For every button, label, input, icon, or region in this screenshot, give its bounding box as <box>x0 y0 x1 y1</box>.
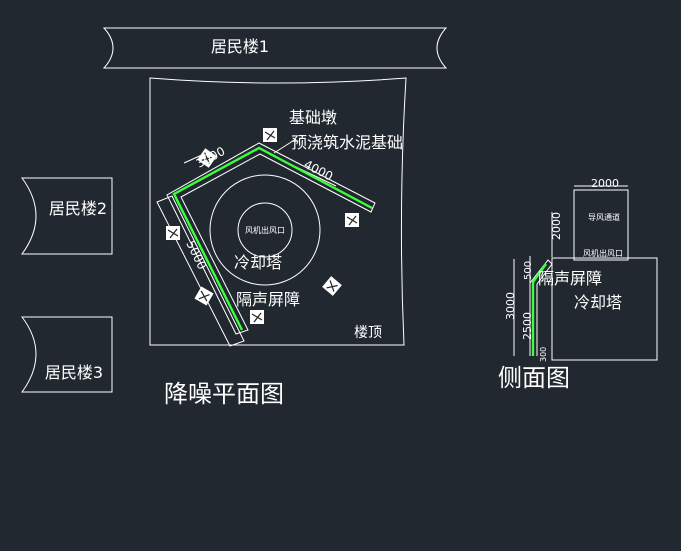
side-dim-top-text: 2000 <box>591 177 619 190</box>
building-3-label: 居民楼3 <box>45 363 103 382</box>
fan-outlet-label: 风机出风口 <box>245 225 285 235</box>
side-barrier-label: 隔声屏障 <box>538 269 602 288</box>
plan-barrier-green <box>172 146 373 331</box>
side-dim-3000-text: 3000 <box>504 292 517 320</box>
barrier-label: 隔声屏障 <box>236 290 300 309</box>
pier-square <box>322 276 342 296</box>
roof-label: 楼顶 <box>354 325 382 341</box>
side-barrier-green <box>531 263 547 356</box>
plan-barrier-outline <box>166 142 376 335</box>
building-1-outline <box>102 27 448 69</box>
building-2-label: 居民楼2 <box>49 199 107 218</box>
side-barrier-post <box>529 259 553 356</box>
cooling-tower-outer-circle <box>209 174 321 286</box>
foundation-label: 预浇筑水泥基础 <box>291 133 403 152</box>
pier-square <box>263 128 277 142</box>
side-cooling-tower-box <box>551 257 658 361</box>
pier-label: 基础墩 <box>289 108 337 127</box>
pier-square <box>250 310 264 324</box>
side-dim-upper-text: 2000 <box>550 212 563 240</box>
pier-square <box>194 286 214 306</box>
pier-square <box>197 148 217 168</box>
plan-title: 降噪平面图 <box>164 380 284 408</box>
building-2-outline <box>21 177 113 255</box>
building-1-label: 居民楼1 <box>211 37 269 56</box>
side-cooling-tower-label: 冷却塔 <box>574 293 622 312</box>
side-dim-500-text: 500 <box>523 261 534 280</box>
leader-line <box>273 138 297 154</box>
side-duct-box <box>573 189 629 261</box>
pier-square <box>345 213 359 227</box>
side-fan-outlet-label: 风机出风口 <box>583 248 623 258</box>
building-3-outline <box>20 316 113 393</box>
side-dim-bottom-text: 300 <box>539 347 548 362</box>
fan-outlet-circle <box>237 202 293 258</box>
cooling-tower-label: 冷却塔 <box>234 253 282 272</box>
roof-outline <box>149 77 407 346</box>
pier-square <box>166 226 180 240</box>
side-title: 侧面图 <box>498 364 570 392</box>
side-duct-label: 导风通道 <box>588 212 620 222</box>
side-dim-2500-text: 2500 <box>521 312 534 340</box>
